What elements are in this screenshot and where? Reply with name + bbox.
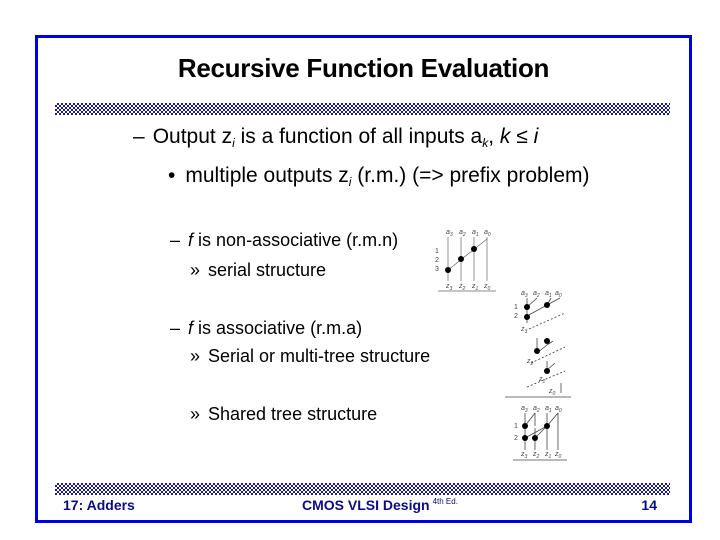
chevron-marker: » [190, 346, 201, 366]
text: is a function of all inputs a [234, 125, 483, 148]
svg-text:1: 1 [514, 304, 518, 311]
serial-structure-diagram: a3 a2 a1 a0 1 2 3 z3 z2 z1 z0 [435, 229, 496, 292]
chevron-marker: » [190, 404, 201, 424]
svg-text:a1: a1 [545, 290, 552, 299]
italic-text: k ≤ i [499, 125, 539, 148]
footer-edition: 4th Ed. [432, 497, 458, 506]
text: is associative (r.m.a) [193, 318, 363, 338]
shared-tree-diagram: a3 a2 a1 a0 1 2 z3 z2 z1 z0 [513, 405, 567, 461]
svg-text:z0: z0 [548, 388, 556, 397]
chevron-marker: » [190, 260, 201, 280]
text: Shared tree structure [208, 404, 378, 424]
text: Serial or multi-tree structure [208, 346, 431, 366]
text: Output z [152, 125, 233, 148]
bullet-multiple-outputs: • multiple outputs zi (r.m.) (=> prefix p… [168, 164, 590, 189]
subscript: k [482, 136, 489, 150]
footer-divider [55, 483, 670, 495]
svg-text:a3: a3 [521, 290, 528, 299]
footer-chapter: 17: Adders [63, 497, 135, 513]
svg-text:3: 3 [435, 266, 439, 273]
bullet-associative: –f is associative (r.m.a) [170, 318, 362, 339]
text: , [488, 125, 500, 148]
svg-text:z3: z3 [520, 326, 528, 335]
slide-title: Recursive Function Evaluation [177, 53, 550, 83]
svg-text:2: 2 [435, 257, 439, 264]
text: multiple outputs z [185, 164, 349, 187]
input-label: a3 [446, 229, 453, 238]
slide-frame: Recursive Function Evaluation –Output zi… [35, 35, 692, 523]
text: serial structure [208, 260, 327, 280]
svg-text:z0: z0 [483, 283, 491, 292]
bullet-non-associative: –f is non-associative (r.m.n) [170, 230, 398, 251]
svg-text:z3: z3 [520, 451, 528, 460]
svg-text:2: 2 [514, 435, 518, 442]
bullet-shared-tree: » Shared tree structure [190, 404, 377, 425]
footer-course-title: CMOS VLSI Design [302, 497, 430, 513]
svg-text:2: 2 [514, 313, 518, 320]
svg-text:z2: z2 [532, 451, 540, 460]
svg-text:z2: z2 [458, 283, 466, 292]
bullet-multi-tree: » Serial or multi-tree structure [190, 346, 430, 367]
svg-text:a0: a0 [484, 229, 491, 238]
subscript: i [232, 136, 235, 150]
svg-text:z2: z2 [526, 358, 534, 367]
svg-text:a2: a2 [533, 290, 540, 299]
text: is non-associative (r.m.n) [193, 230, 399, 250]
bullet-output-definition: –Output zi is a function of all inputs a… [133, 125, 538, 150]
multi-tree-diagram: a3 a2 a1 a0 1 2 z3 z2 z1 z0 [505, 290, 571, 398]
svg-text:a3: a3 [521, 405, 528, 414]
text: (r.m.) (=> prefix problem) [351, 164, 590, 187]
subscript: i [348, 175, 352, 189]
svg-text:a2: a2 [533, 405, 540, 414]
svg-text:z0: z0 [554, 451, 562, 460]
svg-text:1: 1 [435, 248, 439, 255]
title-divider [55, 103, 670, 115]
footer-page-number: 14 [641, 497, 657, 513]
svg-text:1: 1 [514, 423, 518, 430]
svg-text:a2: a2 [459, 229, 466, 238]
svg-text:a0: a0 [555, 405, 562, 414]
svg-text:a0: a0 [555, 290, 562, 299]
svg-text:z1: z1 [471, 283, 479, 292]
italic-text: f [188, 230, 194, 250]
svg-text:z1: z1 [544, 451, 552, 460]
svg-text:a1: a1 [472, 229, 479, 238]
dash-marker: – [133, 125, 145, 148]
italic-text: f [188, 318, 194, 338]
bullet-serial-structure: » serial structure [190, 260, 326, 281]
dash-marker: – [170, 318, 181, 338]
svg-text:a1: a1 [545, 405, 552, 414]
bullet-marker: • [168, 164, 176, 187]
svg-text:z3: z3 [445, 283, 453, 292]
dash-marker: – [170, 230, 181, 250]
